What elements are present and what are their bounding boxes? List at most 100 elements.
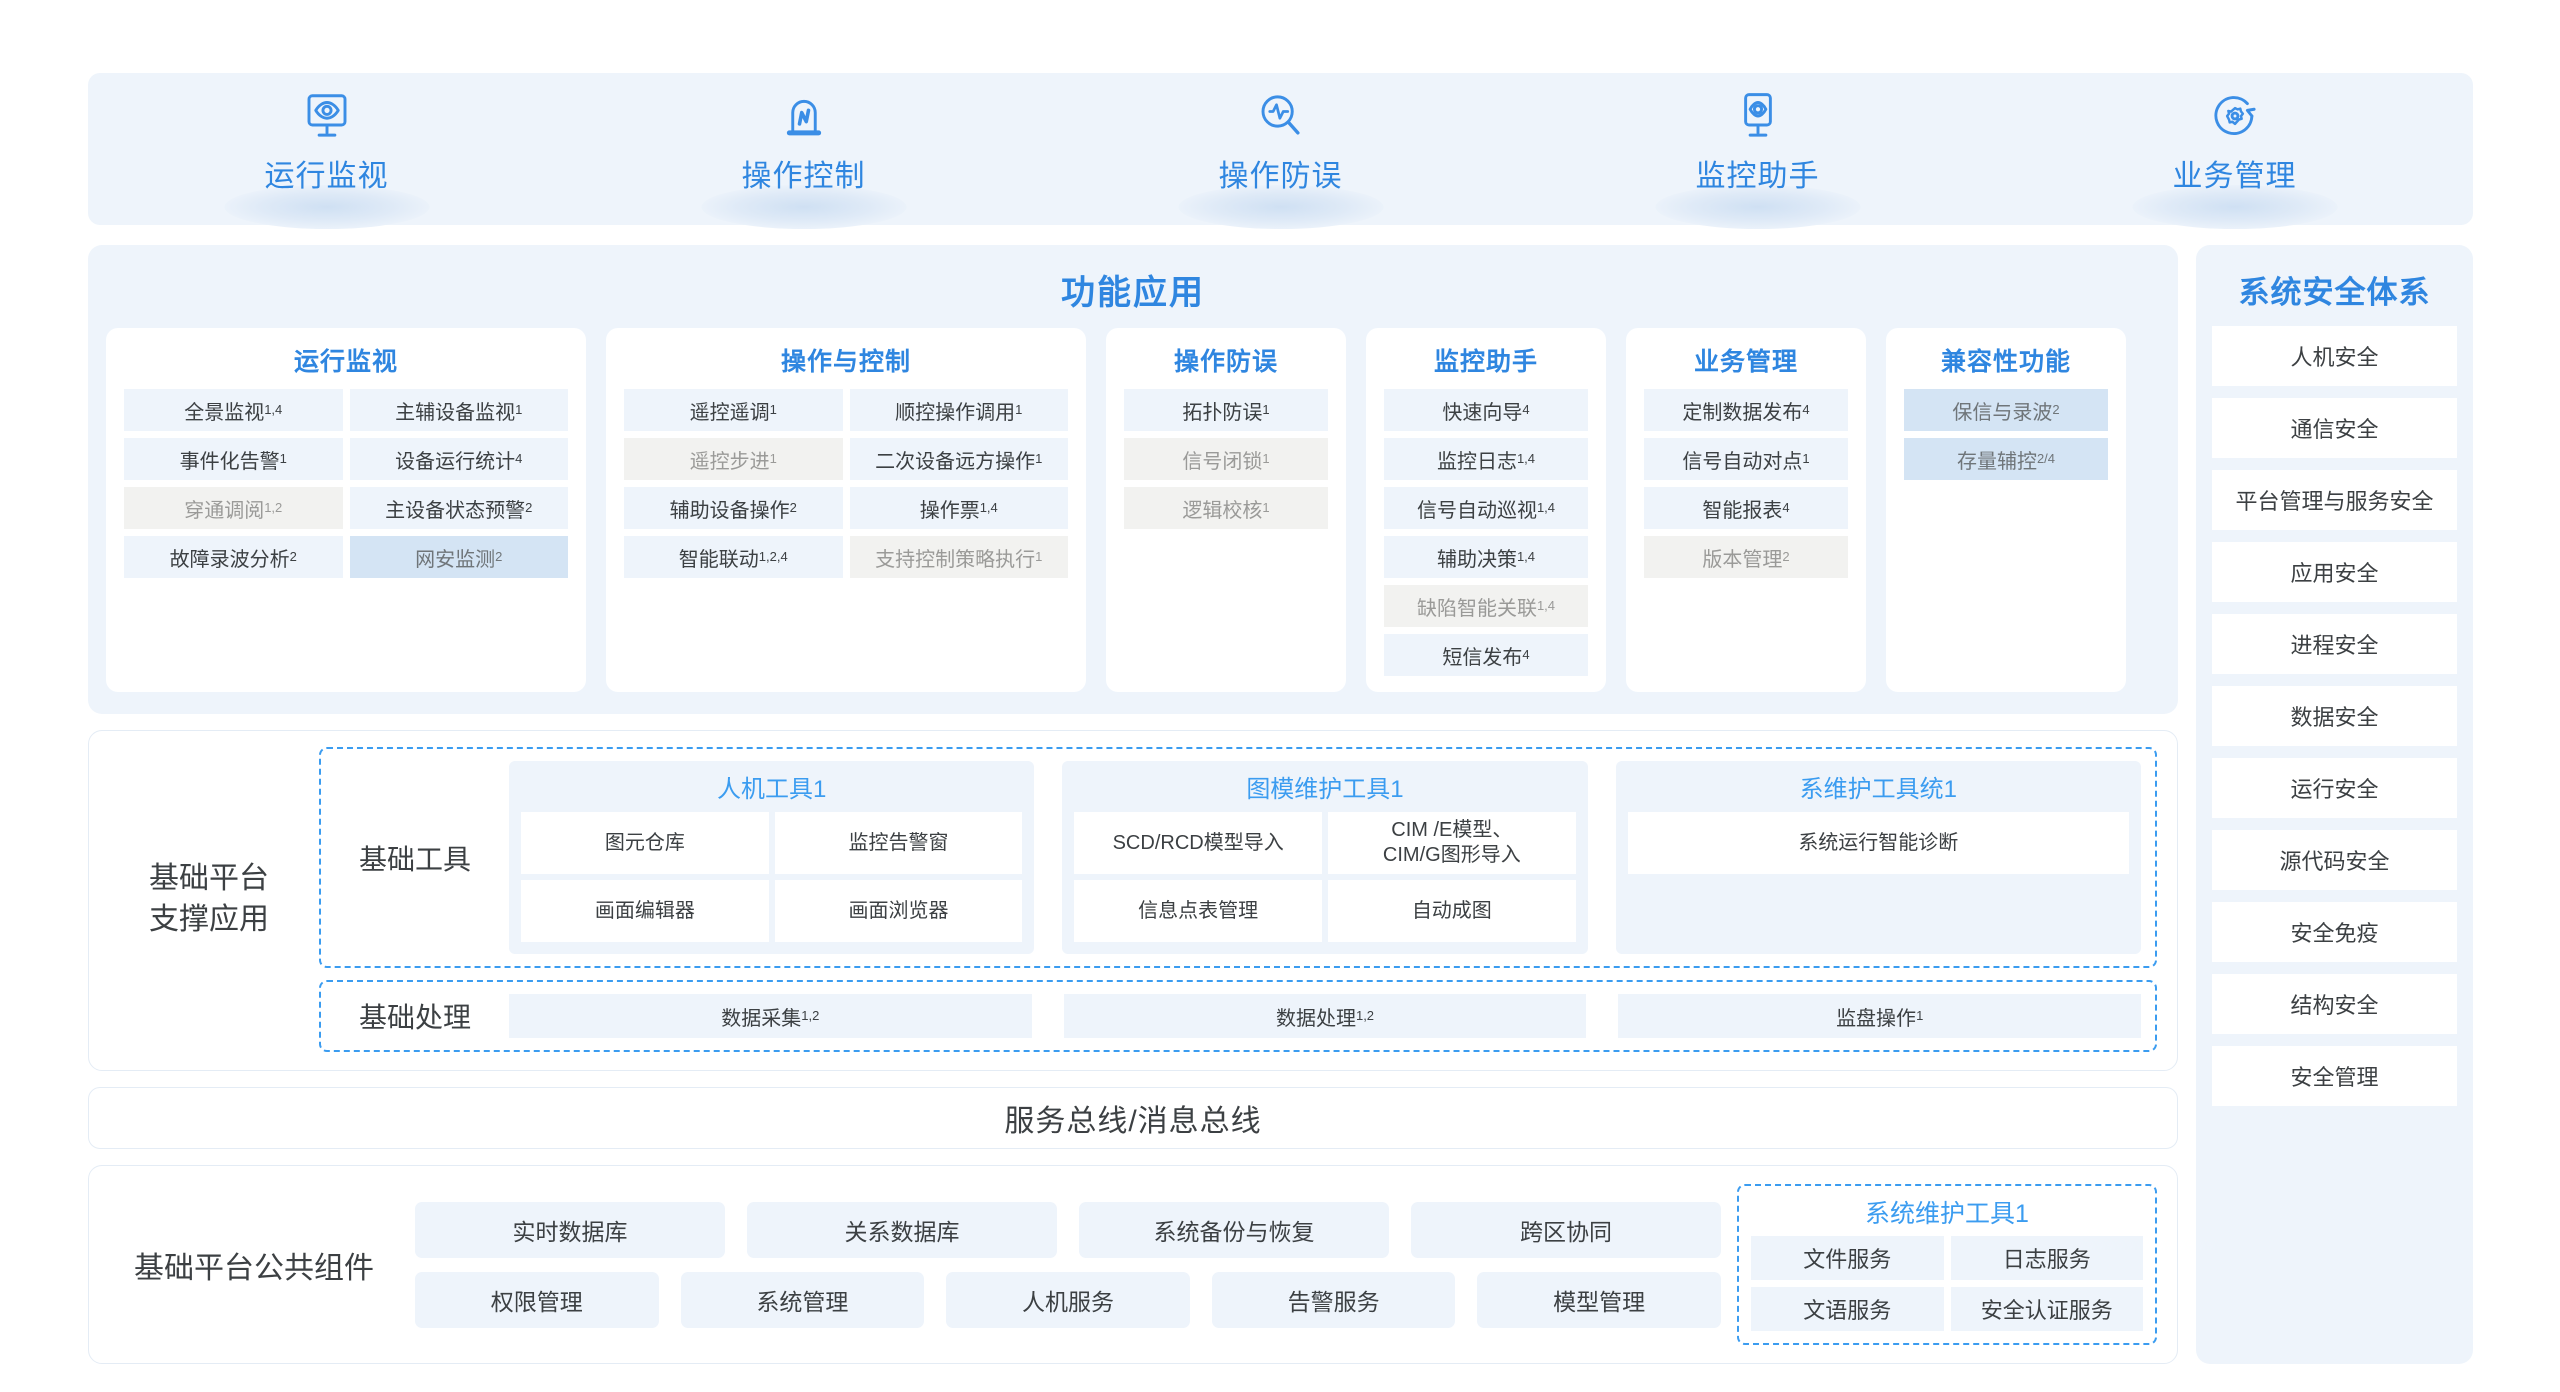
security-item[interactable]: 结构安全	[2212, 974, 2457, 1034]
system-maintenance-cell[interactable]: 日志服务	[1950, 1236, 2143, 1280]
tool-cell[interactable]: 系统运行智能诊断	[1627, 812, 2129, 874]
waveform-magnifier-icon	[1252, 87, 1310, 145]
banner-item-control[interactable]: 操作控制	[644, 87, 964, 229]
processing-chip-label: 数据处理	[1275, 1007, 1356, 1030]
component-chip[interactable]: 跨区协同	[1411, 1201, 1721, 1258]
monitor-eye-icon	[298, 87, 356, 145]
function-chip-label: 顺控操作调用	[895, 401, 1016, 424]
security-item[interactable]: 安全免疫	[2212, 902, 2457, 962]
component-chip[interactable]: 人机服务	[946, 1271, 1190, 1328]
function-chip-label: 信号自动巡视	[1416, 499, 1537, 522]
tool-cell[interactable]: 自动成图	[1327, 880, 1576, 942]
tool-cell[interactable]: 信息点表管理	[1074, 880, 1322, 942]
system-maintenance-tools-box: 系统维护工具1 文件服务日志服务文语服务安全认证服务	[1737, 1184, 2157, 1345]
component-chip[interactable]: 系统备份与恢复	[1079, 1201, 1389, 1258]
system-maintenance-cell[interactable]: 安全认证服务	[1950, 1287, 2143, 1331]
component-chip[interactable]: 告警服务	[1211, 1271, 1456, 1328]
function-chip-label: 设备运行统计	[395, 450, 516, 473]
system-maintenance-cell[interactable]: 文件服务	[1751, 1236, 1944, 1280]
security-item[interactable]: 通信安全	[2212, 398, 2457, 458]
tool-cell[interactable]: CIM /E模型、CIM/G图形导入	[1327, 812, 1576, 874]
function-chip-label: 主辅设备监视	[395, 401, 516, 424]
component-chip[interactable]: 系统管理	[680, 1271, 925, 1328]
security-item[interactable]: 进程安全	[2212, 614, 2457, 674]
gear-circle-icon	[2206, 87, 2264, 145]
component-chip[interactable]: 模型管理	[1477, 1271, 1721, 1328]
system-maintenance-cell[interactable]: 文语服务	[1751, 1287, 1944, 1331]
system-maintenance-title: 系统维护工具1	[1865, 1200, 2029, 1228]
security-item[interactable]: 源代码安全	[2212, 830, 2457, 890]
tool-cell[interactable]: 监控告警窗	[774, 812, 1023, 874]
security-item[interactable]: 运行安全	[2212, 758, 2457, 818]
banner-item-assistant[interactable]: 监控助手	[1598, 87, 1918, 229]
security-system-panel: 系统安全体系 人机安全通信安全平台管理与服务安全应用安全进程安全数据安全运行安全…	[2196, 245, 2473, 1364]
component-chip[interactable]: 关系数据库	[747, 1201, 1057, 1258]
banner-item-business[interactable]: 业务管理	[2075, 87, 2395, 229]
security-item[interactable]: 安全管理	[2212, 1046, 2457, 1106]
tool-group-title: 人机工具1	[716, 776, 827, 803]
function-chip-label: 事件化告警	[179, 450, 280, 473]
security-item[interactable]: 平台管理与服务安全	[2212, 470, 2457, 530]
banner-item-misoperation[interactable]: 操作防误	[1121, 87, 1441, 229]
basic-processing-label: 基础处理	[358, 1002, 471, 1033]
security-item[interactable]: 应用安全	[2212, 542, 2457, 602]
component-chip[interactable]: 实时数据库	[415, 1201, 725, 1258]
component-chip[interactable]: 权限管理	[415, 1271, 659, 1328]
security-item[interactable]: 数据安全	[2212, 686, 2457, 746]
tool-cell[interactable]: 图元仓库	[521, 812, 769, 874]
security-item[interactable]: 人机安全	[2212, 326, 2457, 386]
banner-item-monitor[interactable]: 运行监视	[167, 87, 487, 229]
tool-cell[interactable]: SCD/RCD模型导入	[1074, 812, 1322, 874]
platform-label-line2: 支撑应用	[149, 902, 269, 936]
common-components-label: 基础平台公共组件	[134, 1251, 374, 1285]
service-bus-bar: 服务总线/消息总线	[88, 1087, 2178, 1149]
tool-group: 人机工具1 图元仓库监控告警窗画面编辑器画面浏览器	[509, 761, 1035, 954]
tool-cell[interactable]: 画面编辑器	[521, 880, 769, 942]
tool-cell[interactable]: 画面浏览器	[774, 880, 1023, 942]
function-chip-label: 拓扑防误	[1182, 401, 1263, 424]
